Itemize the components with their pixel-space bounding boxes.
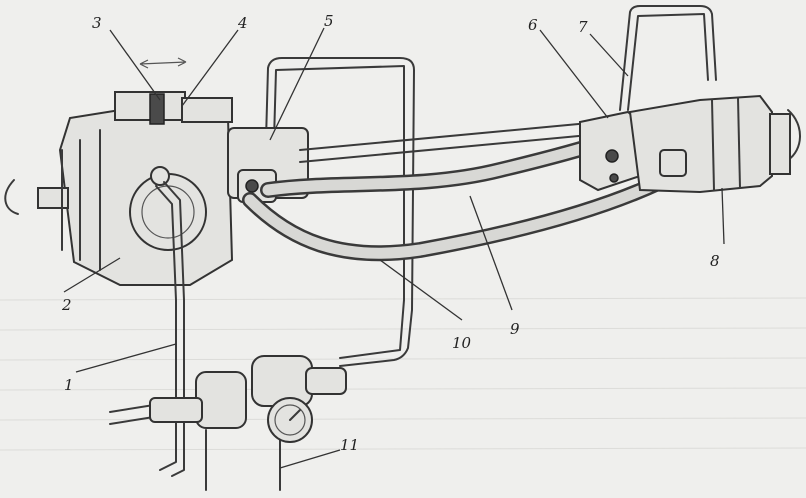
- callout-1: 1: [64, 376, 74, 394]
- valve-assembly-11: [149, 355, 347, 491]
- motor-8: [628, 94, 791, 194]
- callout-3: 3: [92, 14, 102, 32]
- double-arrow: [139, 57, 187, 69]
- callout-8: 8: [710, 252, 720, 270]
- callout-6: 6: [528, 16, 538, 34]
- callout-11: 11: [340, 436, 359, 454]
- pipe-top-right-inner: [627, 13, 709, 111]
- rotation-arrow-right: [787, 109, 801, 161]
- callout-5: 5: [324, 12, 334, 30]
- callout-2: 2: [61, 296, 72, 314]
- callout-7: 7: [578, 18, 588, 36]
- rotation-arrow-left: [4, 179, 19, 215]
- callout-9: 9: [510, 320, 520, 338]
- callout-10: 10: [452, 334, 472, 352]
- pump-2: [37, 91, 234, 286]
- pipe-1: [163, 181, 185, 477]
- pipe-loop-5: [265, 57, 415, 367]
- pipe-loop-5-inner: [273, 65, 405, 359]
- shaft-upper: [299, 121, 601, 163]
- leader-lines: [63, 27, 725, 469]
- callout-4: 4: [237, 14, 248, 32]
- pipe-top-right: [619, 5, 717, 111]
